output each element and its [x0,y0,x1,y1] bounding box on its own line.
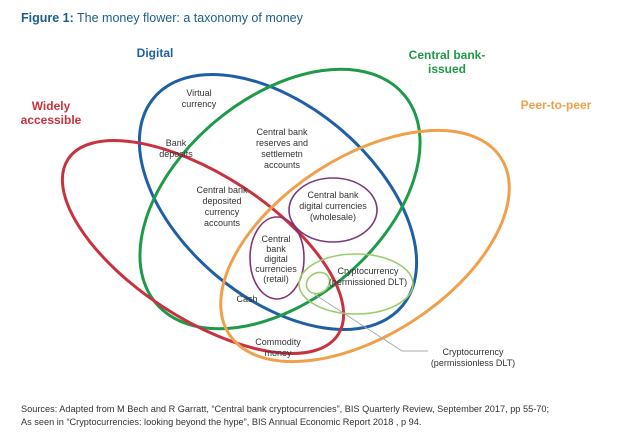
crypto-permissionless-ellipse [305,271,331,295]
cash-label: Cash [236,294,257,304]
central-bank-issued-set-label: Central bank-issued [409,48,486,76]
figure-title-prefix: Figure 1: [21,11,74,25]
digital-ellipse [137,73,419,331]
sources-line-1: Sources: Adapted from M Bech and R Garra… [21,404,550,414]
peer-to-peer-ellipse [219,128,511,364]
sources-line-2: As seen in “Cryptocurrencies: looking be… [21,417,422,427]
peer-to-peer-set-label: Peer-to-peer [521,98,592,112]
figure-title-text: The money flower: a taxonomy of money [73,11,303,25]
cbdc-wholesale-ellipse [288,177,378,243]
sources-note: Sources: Adapted from M Bech and R Garra… [21,403,631,429]
figure-title: Figure 1: The money flower: a taxonomy o… [21,11,303,25]
digital-set-label: Digital [137,46,174,60]
widely-accessible-ellipse [60,139,346,355]
crypto-permissionless-label: Cryptocurrency(permissionless DLT) [431,347,515,368]
permissionless-leader-line [313,293,428,352]
crypto-permissioned-ellipse [298,253,414,315]
cbdc-retail-ellipse [249,216,305,300]
crypto-permissioned-label: Cryptocurrency(permissioned DLT) [329,266,407,287]
